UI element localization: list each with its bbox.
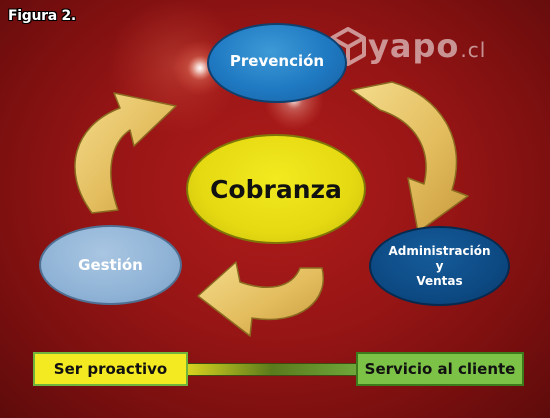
arrow-prevencion-to-administracion — [351, 81, 469, 233]
watermark-tld: .cl — [460, 38, 487, 62]
node-gestion-label: Gestión — [78, 256, 143, 274]
box-servicio-cliente-label: Servicio al cliente — [364, 360, 516, 378]
node-administracion-line1: Administración — [388, 243, 491, 258]
node-gestion: Gestión — [39, 225, 182, 305]
node-administracion-line3: Ventas — [416, 273, 463, 288]
box-ser-proactivo: Ser proactivo — [33, 352, 188, 386]
box-servicio-cliente: Servicio al cliente — [356, 352, 524, 386]
watermark: yapo .cl — [328, 26, 486, 66]
figure-label: Figura 2. — [8, 8, 76, 24]
node-administracion-label: Administración y Ventas — [388, 244, 490, 289]
arrow-administracion-to-gestion — [197, 261, 324, 337]
node-prevencion-label: Prevención — [229, 52, 325, 70]
node-prevencion: Prevención — [207, 23, 347, 103]
watermark-name: yapo — [368, 27, 460, 65]
node-cobranza-label: Cobranza — [210, 174, 342, 204]
arrow-gestion-to-prevencion — [74, 92, 177, 214]
box-ser-proactivo-label: Ser proactivo — [53, 360, 168, 378]
node-administracion-line2: y — [435, 258, 444, 273]
node-administracion: Administración y Ventas — [369, 226, 510, 306]
node-cobranza: Cobranza — [186, 134, 366, 244]
bottom-connector-bar — [188, 363, 356, 376]
